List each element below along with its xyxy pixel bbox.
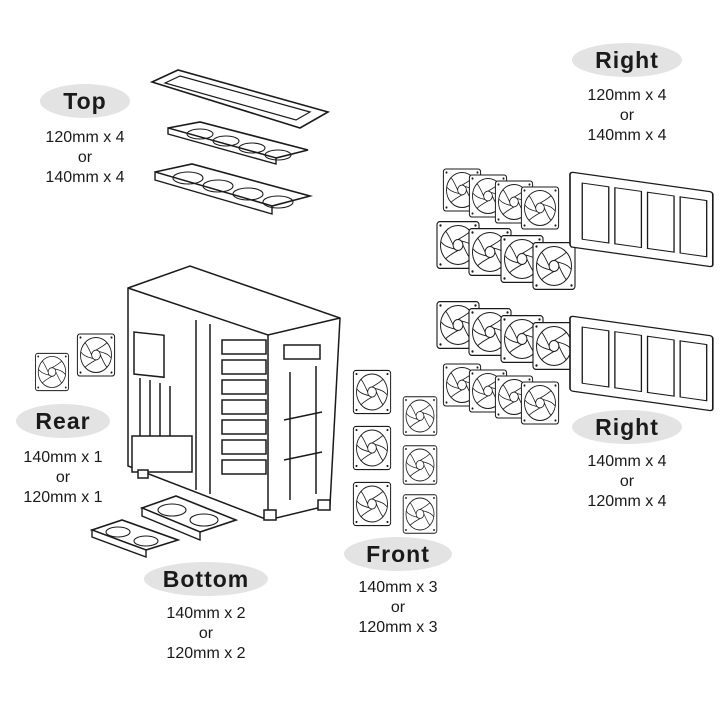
front-size-b: 120mm x 3 xyxy=(358,619,438,636)
right-lower-bracket xyxy=(569,315,714,412)
rear-title: Rear xyxy=(16,404,110,438)
bottom-or: or xyxy=(198,625,214,642)
front-size-a: 140mm x 3 xyxy=(358,579,438,596)
rear-size-b: 120mm x 1 xyxy=(23,489,103,506)
rear-or: or xyxy=(55,469,71,486)
right-upper-size-b: 140mm x 4 xyxy=(587,127,667,144)
top-size-b: 140mm x 4 xyxy=(45,169,125,186)
right-lower-size-a: 140mm x 4 xyxy=(587,453,667,470)
rear-fans xyxy=(35,333,116,392)
bottom-title: Bottom xyxy=(144,562,268,596)
right-upper-size-a: 120mm x 4 xyxy=(587,87,667,104)
right-upper-bracket xyxy=(569,171,714,268)
top-fans-140mm xyxy=(154,163,314,215)
rear-spec: 140mm x 1 or 120mm x 1 xyxy=(0,448,128,508)
front-or: or xyxy=(390,599,406,616)
right-lower-spec: 140mm x 4 or 120mm x 4 xyxy=(562,452,692,512)
top-or: or xyxy=(77,149,93,166)
right-lower-fans-140mm xyxy=(436,300,576,371)
right-lower-fans-120mm xyxy=(442,363,560,425)
top-spec: 120mm x 4 or 140mm x 4 xyxy=(20,128,150,188)
front-spec: 140mm x 3 or 120mm x 3 xyxy=(333,578,463,638)
top-title: Top xyxy=(40,84,130,118)
right-upper-title: Right xyxy=(572,43,682,77)
right-lower-or: or xyxy=(619,473,635,490)
front-fans-140mm xyxy=(352,369,392,527)
bottom-fans-140mm xyxy=(139,495,239,542)
rear-size-a: 140mm x 1 xyxy=(23,449,103,466)
right-lower-title: Right xyxy=(572,410,682,444)
right-upper-or: or xyxy=(619,107,635,124)
right-lower-size-b: 120mm x 4 xyxy=(587,493,667,510)
bottom-fans-120mm xyxy=(89,519,181,559)
right-upper-fans-120mm xyxy=(442,168,560,230)
top-size-a: 120mm x 4 xyxy=(45,129,125,146)
right-upper-fans-140mm xyxy=(436,220,576,291)
pc-case xyxy=(127,265,341,521)
front-title: Front xyxy=(344,537,452,571)
bottom-size-b: 120mm x 2 xyxy=(166,645,246,662)
top-fans-120mm xyxy=(167,121,309,165)
bottom-size-a: 140mm x 2 xyxy=(166,605,246,622)
front-fans-120mm xyxy=(402,396,438,534)
bottom-spec: 140mm x 2 or 120mm x 2 xyxy=(141,604,271,664)
right-upper-spec: 120mm x 4 or 140mm x 4 xyxy=(562,86,692,146)
top-mount-bracket xyxy=(149,69,331,129)
